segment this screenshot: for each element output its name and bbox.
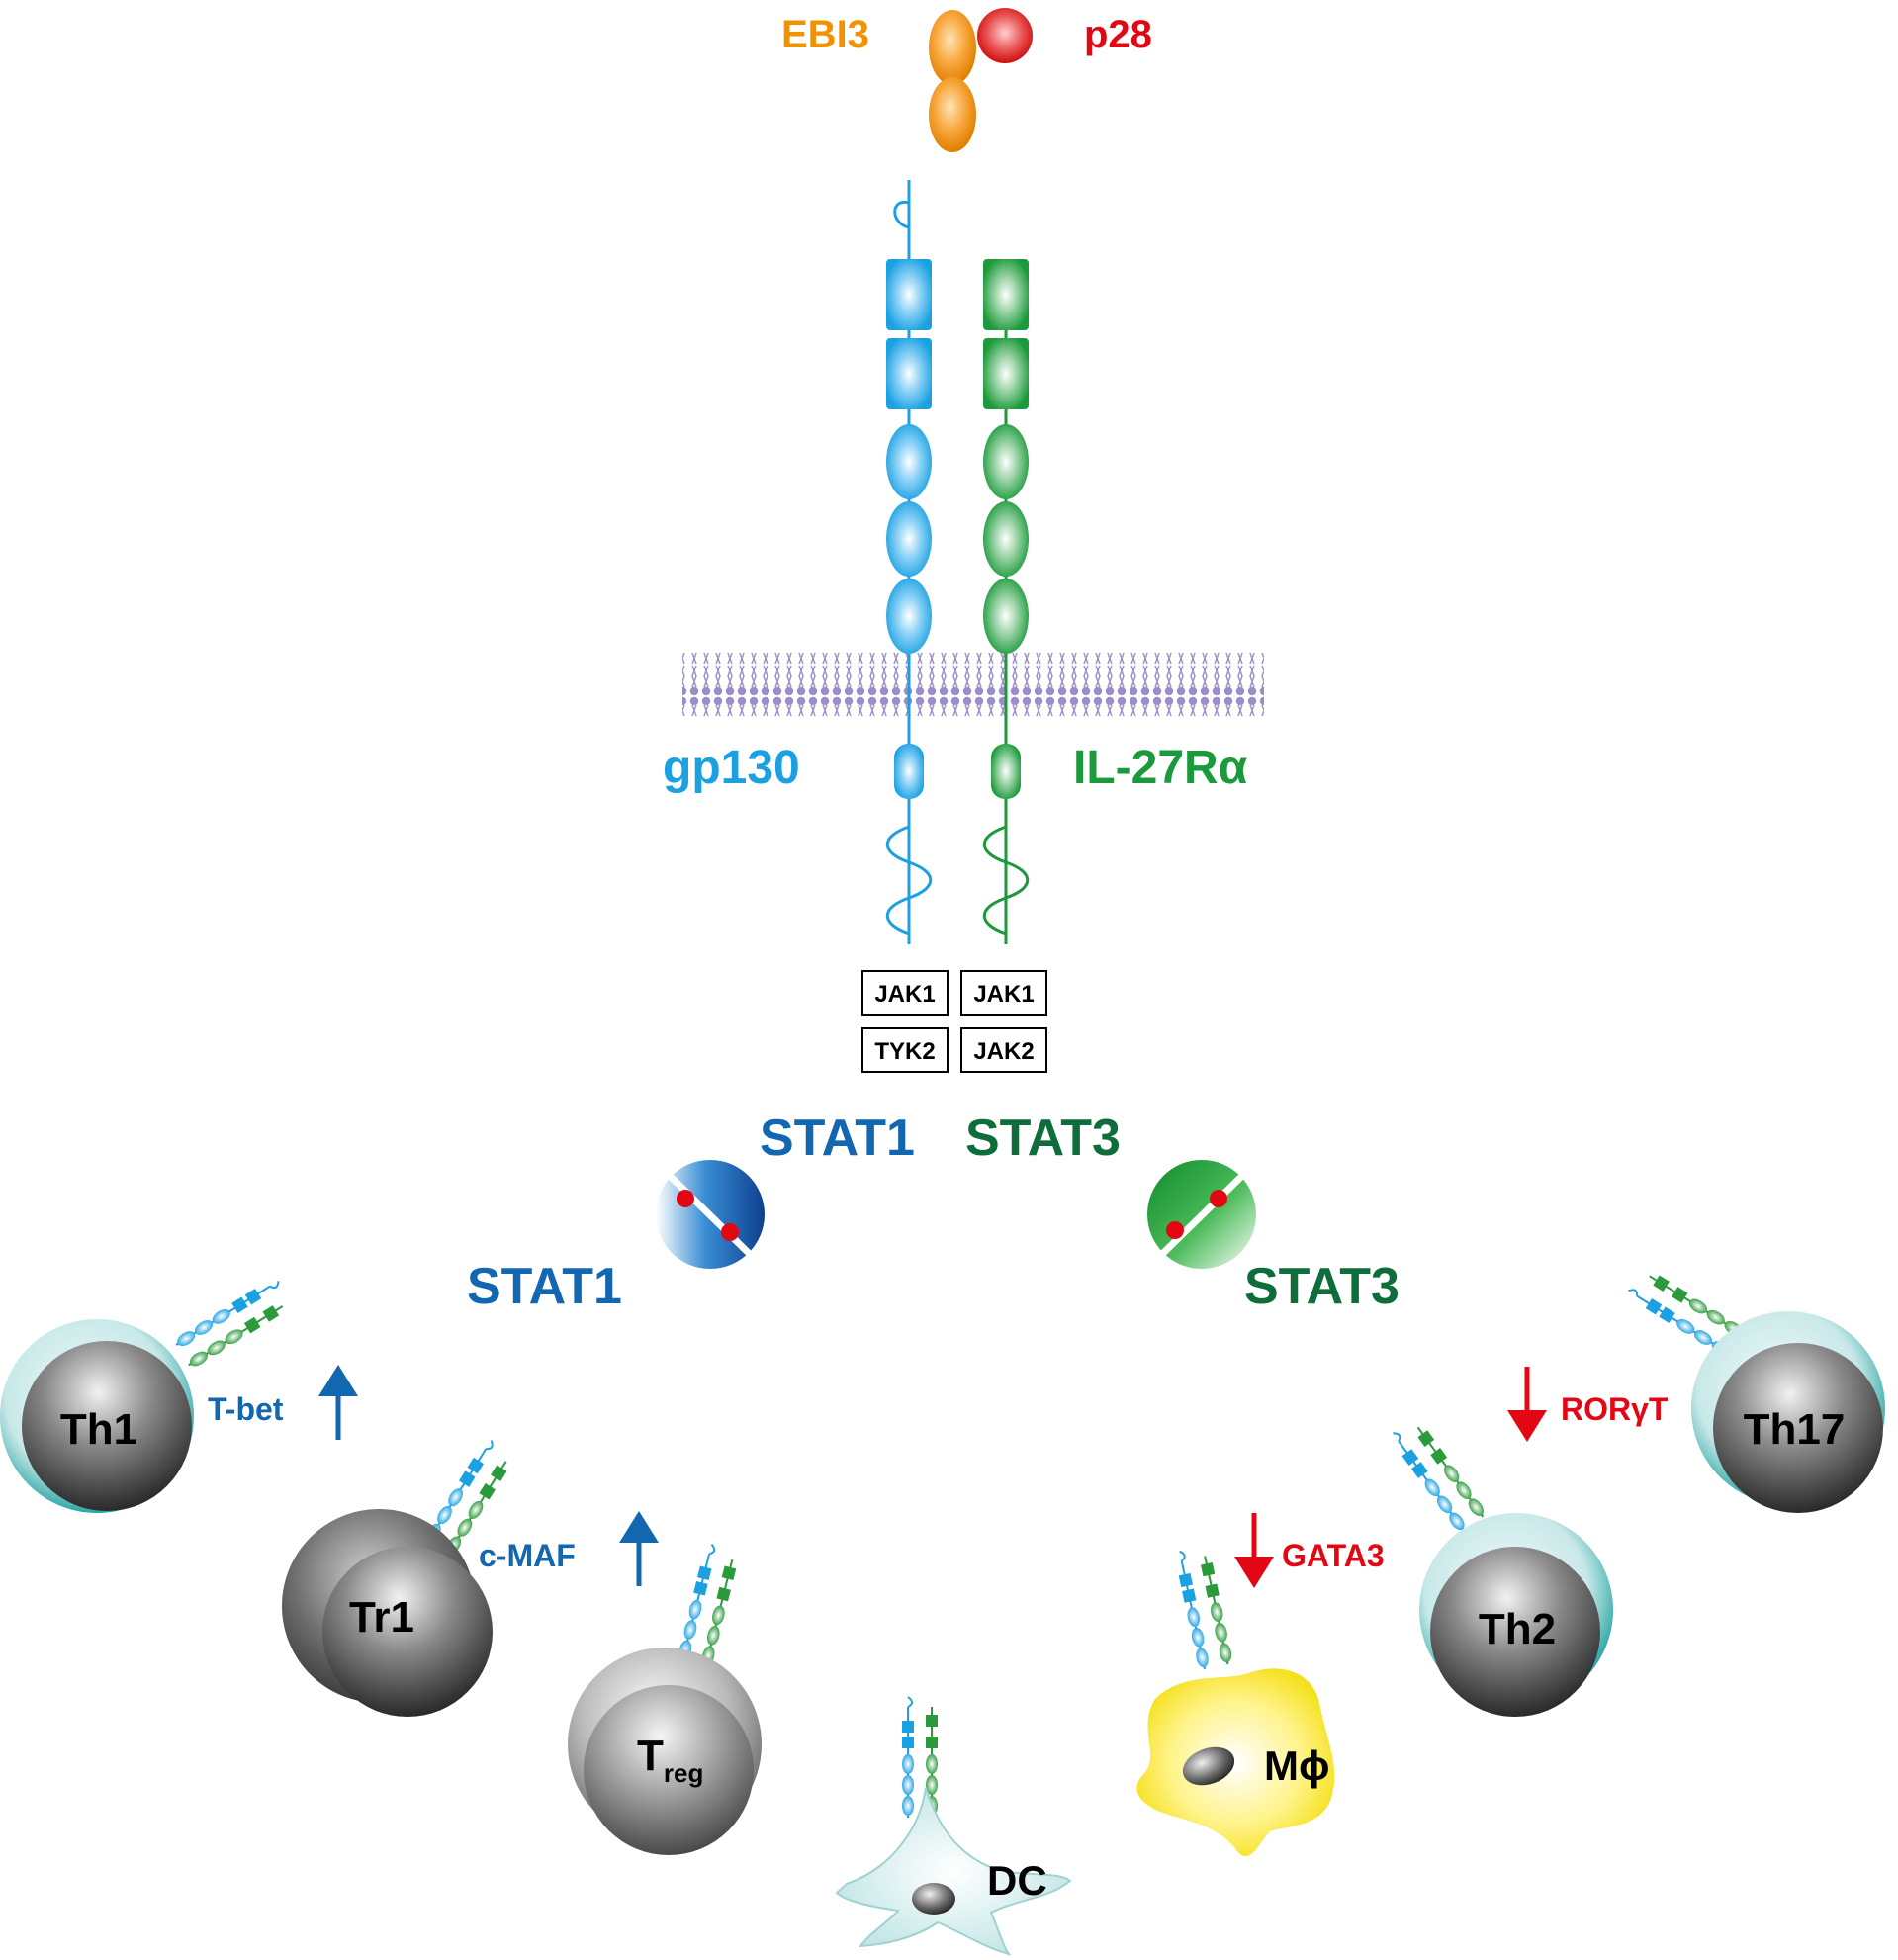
treg-sub-text: reg <box>664 1758 703 1788</box>
il27ra-jak1-label: JAK1 <box>973 981 1034 1008</box>
cell-membrane <box>682 653 1264 716</box>
treg-receptor-icon <box>676 1542 742 1670</box>
gp130-jak1-label: JAK1 <box>874 981 935 1008</box>
stat1-top-label: STAT1 <box>760 1110 915 1167</box>
dc-label: DC <box>987 1857 1047 1904</box>
mac-receptor-icon <box>1172 1544 1235 1672</box>
tr1-label: Tr1 <box>349 1593 414 1642</box>
il27-ligand <box>929 8 1033 152</box>
stat3-top-label: STAT3 <box>965 1110 1121 1167</box>
phosphate-icon <box>1210 1190 1227 1207</box>
gp130-tyk2-label: TYK2 <box>874 1038 935 1065</box>
macrophage-label: Mϕ <box>1264 1742 1329 1789</box>
ebi3-label: EBI3 <box>781 13 869 56</box>
il27ra-label: IL-27Rα <box>1073 742 1248 794</box>
phosphate-icon <box>677 1190 694 1207</box>
phospho-stat1 <box>656 1160 765 1269</box>
treg-cell <box>568 1648 762 1855</box>
rorgt-label: RORγT <box>1561 1391 1669 1427</box>
dendritic-cell <box>835 1787 1072 1956</box>
tr1-cell <box>282 1509 493 1717</box>
treg-label: Treg <box>637 1732 703 1788</box>
gp130-label: gp130 <box>663 742 800 794</box>
phospho-stat3 <box>1147 1160 1256 1269</box>
arrow-down-icon <box>1234 1513 1274 1588</box>
ebi3-subunit-bottom <box>929 77 976 152</box>
gp130-receptor <box>886 180 932 944</box>
kinase-boxes <box>861 970 1047 1073</box>
th1-cell <box>0 1319 194 1513</box>
th1-receptor-icon <box>171 1275 296 1372</box>
p28-label: p28 <box>1084 13 1152 56</box>
phosphate-icon <box>721 1223 739 1241</box>
il27ra-jak2-label: JAK2 <box>973 1038 1034 1065</box>
th1-label: Th1 <box>60 1405 137 1454</box>
th2-cell <box>1419 1513 1613 1717</box>
arrow-up-icon <box>619 1511 659 1586</box>
tbet-label: T-bet <box>208 1391 284 1427</box>
dc-receptor-icon <box>901 1696 939 1819</box>
macrophage-cell <box>1136 1668 1335 1857</box>
treg-main-text: T <box>637 1732 664 1780</box>
phosphate-icon <box>1166 1221 1184 1239</box>
th2-receptor-icon <box>1387 1414 1490 1536</box>
th17-cell <box>1691 1311 1885 1513</box>
th17-label: Th17 <box>1744 1405 1846 1454</box>
ebi3-subunit-top <box>929 10 976 85</box>
cmaf-label: c-MAF <box>479 1538 576 1573</box>
stat1-side-label: STAT1 <box>467 1258 622 1315</box>
il27ra-receptor <box>983 259 1029 944</box>
stat3-side-label: STAT3 <box>1244 1258 1400 1315</box>
arrow-up-icon <box>318 1365 358 1440</box>
p28-subunit <box>977 8 1033 63</box>
gata3-label: GATA3 <box>1282 1538 1385 1573</box>
arrow-down-icon <box>1507 1367 1547 1442</box>
th2-label: Th2 <box>1479 1605 1556 1653</box>
